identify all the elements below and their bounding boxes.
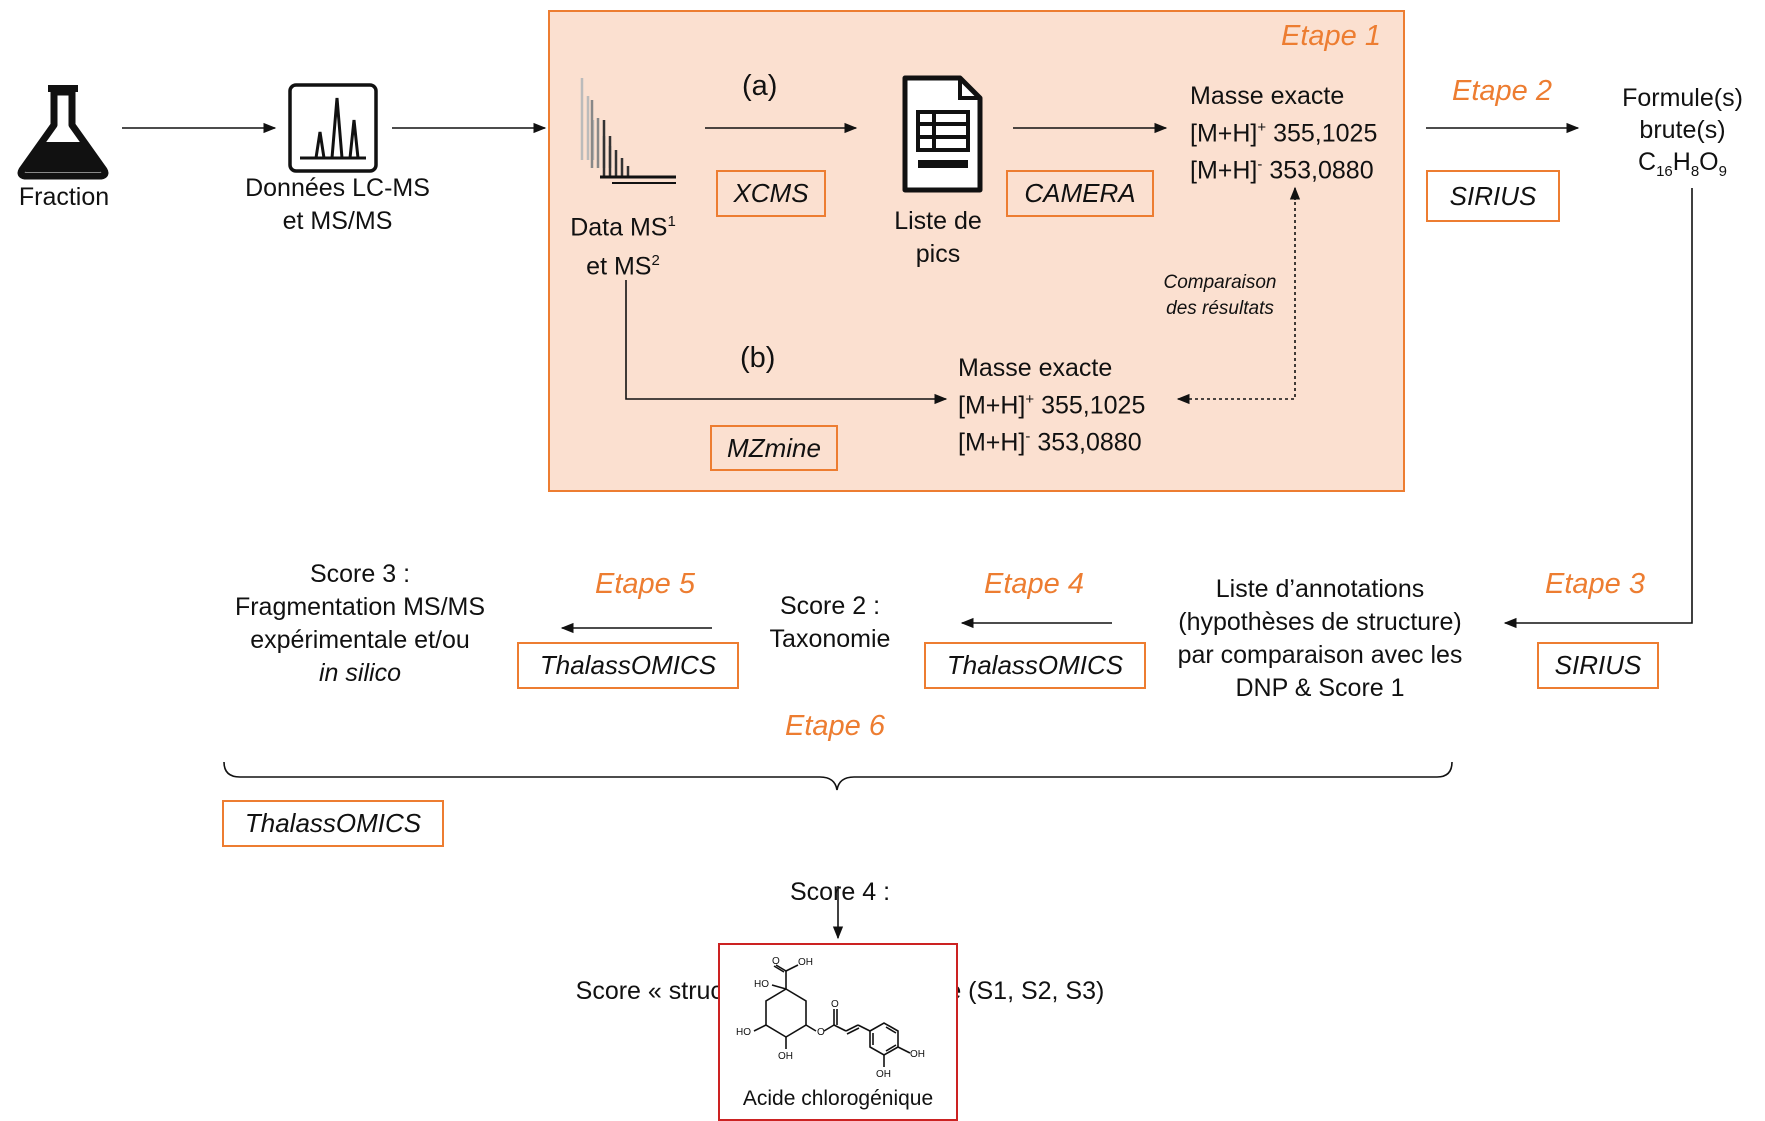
data-ms-label: Data MS1 et MS2 bbox=[550, 205, 696, 284]
flask-icon bbox=[17, 85, 109, 180]
atom-ho-left: HO bbox=[736, 1027, 751, 1038]
tool-sirius-etape2: SIRIUS bbox=[1426, 170, 1560, 222]
score3-line1: Score 3 : bbox=[309, 560, 411, 588]
atom-oh-ring-para: OH bbox=[876, 1069, 891, 1080]
tool-thalassomics-etape5: ThalassOMICS bbox=[517, 642, 739, 689]
ms-spectra-stack-icon bbox=[580, 78, 676, 184]
lcms-label-line2: et MS/MS bbox=[282, 207, 393, 235]
mass-b-title: Masse exacte bbox=[958, 354, 1113, 382]
comparison-line1: Comparaison bbox=[1163, 272, 1277, 293]
score3-line2: Fragmentation MS/MS bbox=[234, 593, 486, 621]
annotations-line1: Liste d’annotations bbox=[1215, 575, 1425, 603]
tool-xcms: XCMS bbox=[716, 170, 826, 217]
atom-oh-carboxyl: OH bbox=[798, 957, 813, 968]
mass-b-pos: [M+H]+ 355,1025 bbox=[958, 391, 1146, 420]
data-ms-line2: et MS2 bbox=[586, 252, 660, 281]
score3-line4: in silico bbox=[319, 659, 401, 687]
etape5-title: Etape 5 bbox=[595, 568, 695, 600]
formula-block: Formule(s) brute(s) C16H8O9 bbox=[1600, 82, 1765, 188]
etape4-title: Etape 4 bbox=[984, 568, 1084, 600]
fraction-label: Fraction bbox=[18, 183, 110, 211]
score3-block: Score 3 : Fragmentation MS/MS expériment… bbox=[210, 558, 510, 690]
score3-line3: expérimentale et/ou bbox=[250, 626, 470, 654]
path-a-label: (a) bbox=[742, 70, 778, 102]
compound-name: Acide chlorogénique bbox=[742, 1087, 934, 1110]
formula-line2: brute(s) bbox=[1639, 116, 1726, 144]
annotations-line2: (hypothèses de structure) bbox=[1178, 608, 1462, 636]
annotations-line4: DNP & Score 1 bbox=[1235, 674, 1405, 702]
tool-sirius-etape3: SIRIUS bbox=[1537, 642, 1659, 689]
tool-thalassomics-etape6: ThalassOMICS bbox=[222, 800, 444, 847]
etape2-title: Etape 2 bbox=[1452, 75, 1552, 107]
score2-block: Score 2 : Taxonomie bbox=[750, 590, 910, 656]
mass-b-neg: [M+H]- 353,0880 bbox=[958, 428, 1142, 457]
etape3-title: Etape 3 bbox=[1545, 568, 1645, 600]
chromatogram-icon bbox=[288, 83, 378, 173]
path-b-label: (b) bbox=[740, 342, 776, 374]
annotations-line3: par comparaison avec les bbox=[1177, 641, 1463, 669]
data-ms-line1: Data MS1 bbox=[570, 213, 676, 242]
lcms-label-line1: Données LC-MS bbox=[245, 174, 430, 202]
etape1-title: Etape 1 bbox=[1281, 20, 1381, 52]
mass-a-neg: [M+H]- 353,0880 bbox=[1190, 156, 1374, 185]
mass-a-title: Masse exacte bbox=[1190, 82, 1345, 110]
atom-oh-ring-meta: OH bbox=[910, 1049, 925, 1060]
etape6-title: Etape 6 bbox=[785, 710, 885, 742]
peak-list-line1: Liste de bbox=[894, 207, 982, 235]
mass-a-pos: [M+H]+ 355,1025 bbox=[1190, 119, 1378, 148]
molecule-structure-icon: O OH HO HO OH O O OH OH bbox=[736, 956, 925, 1080]
score2-line1: Score 2 : bbox=[779, 592, 881, 620]
peak-list-label: Liste de pics bbox=[868, 205, 1008, 271]
formula-value: C16H8O9 bbox=[1638, 148, 1727, 180]
comparison-line2: des résultats bbox=[1166, 298, 1274, 319]
tool-camera: CAMERA bbox=[1006, 170, 1154, 217]
atom-oh-bottom: OH bbox=[778, 1051, 793, 1062]
tool-mzmine: MZmine bbox=[710, 425, 838, 471]
atom-o-carboxyl: O bbox=[772, 956, 780, 967]
atom-o-ester: O bbox=[817, 1027, 825, 1038]
lcms-label: Données LC-MS et MS/MS bbox=[220, 172, 455, 238]
peak-list-line2: pics bbox=[915, 240, 961, 268]
atom-o-carbonyl: O bbox=[831, 999, 839, 1010]
atom-ho-quaternary: HO bbox=[754, 979, 769, 990]
etape1-box bbox=[548, 10, 1405, 492]
result-box: O OH HO HO OH O O OH OH Acide chlorogéni… bbox=[718, 943, 958, 1121]
formula-line1: Formule(s) bbox=[1622, 84, 1743, 112]
mass-a-block: Masse exacte [M+H]+ 355,1025 [M+H]- 353,… bbox=[1190, 80, 1377, 187]
comparison-label: Comparaison des résultats bbox=[1140, 270, 1300, 322]
mass-b-block: Masse exacte [M+H]+ 355,1025 [M+H]- 353,… bbox=[958, 352, 1145, 459]
document-table-icon bbox=[902, 75, 983, 193]
score2-line2: Taxonomie bbox=[769, 625, 891, 653]
tool-thalassomics-etape4: ThalassOMICS bbox=[924, 642, 1146, 689]
annotations-block: Liste d’annotations (hypothèses de struc… bbox=[1150, 573, 1490, 705]
score4-line1: Score 4 : bbox=[789, 878, 891, 906]
